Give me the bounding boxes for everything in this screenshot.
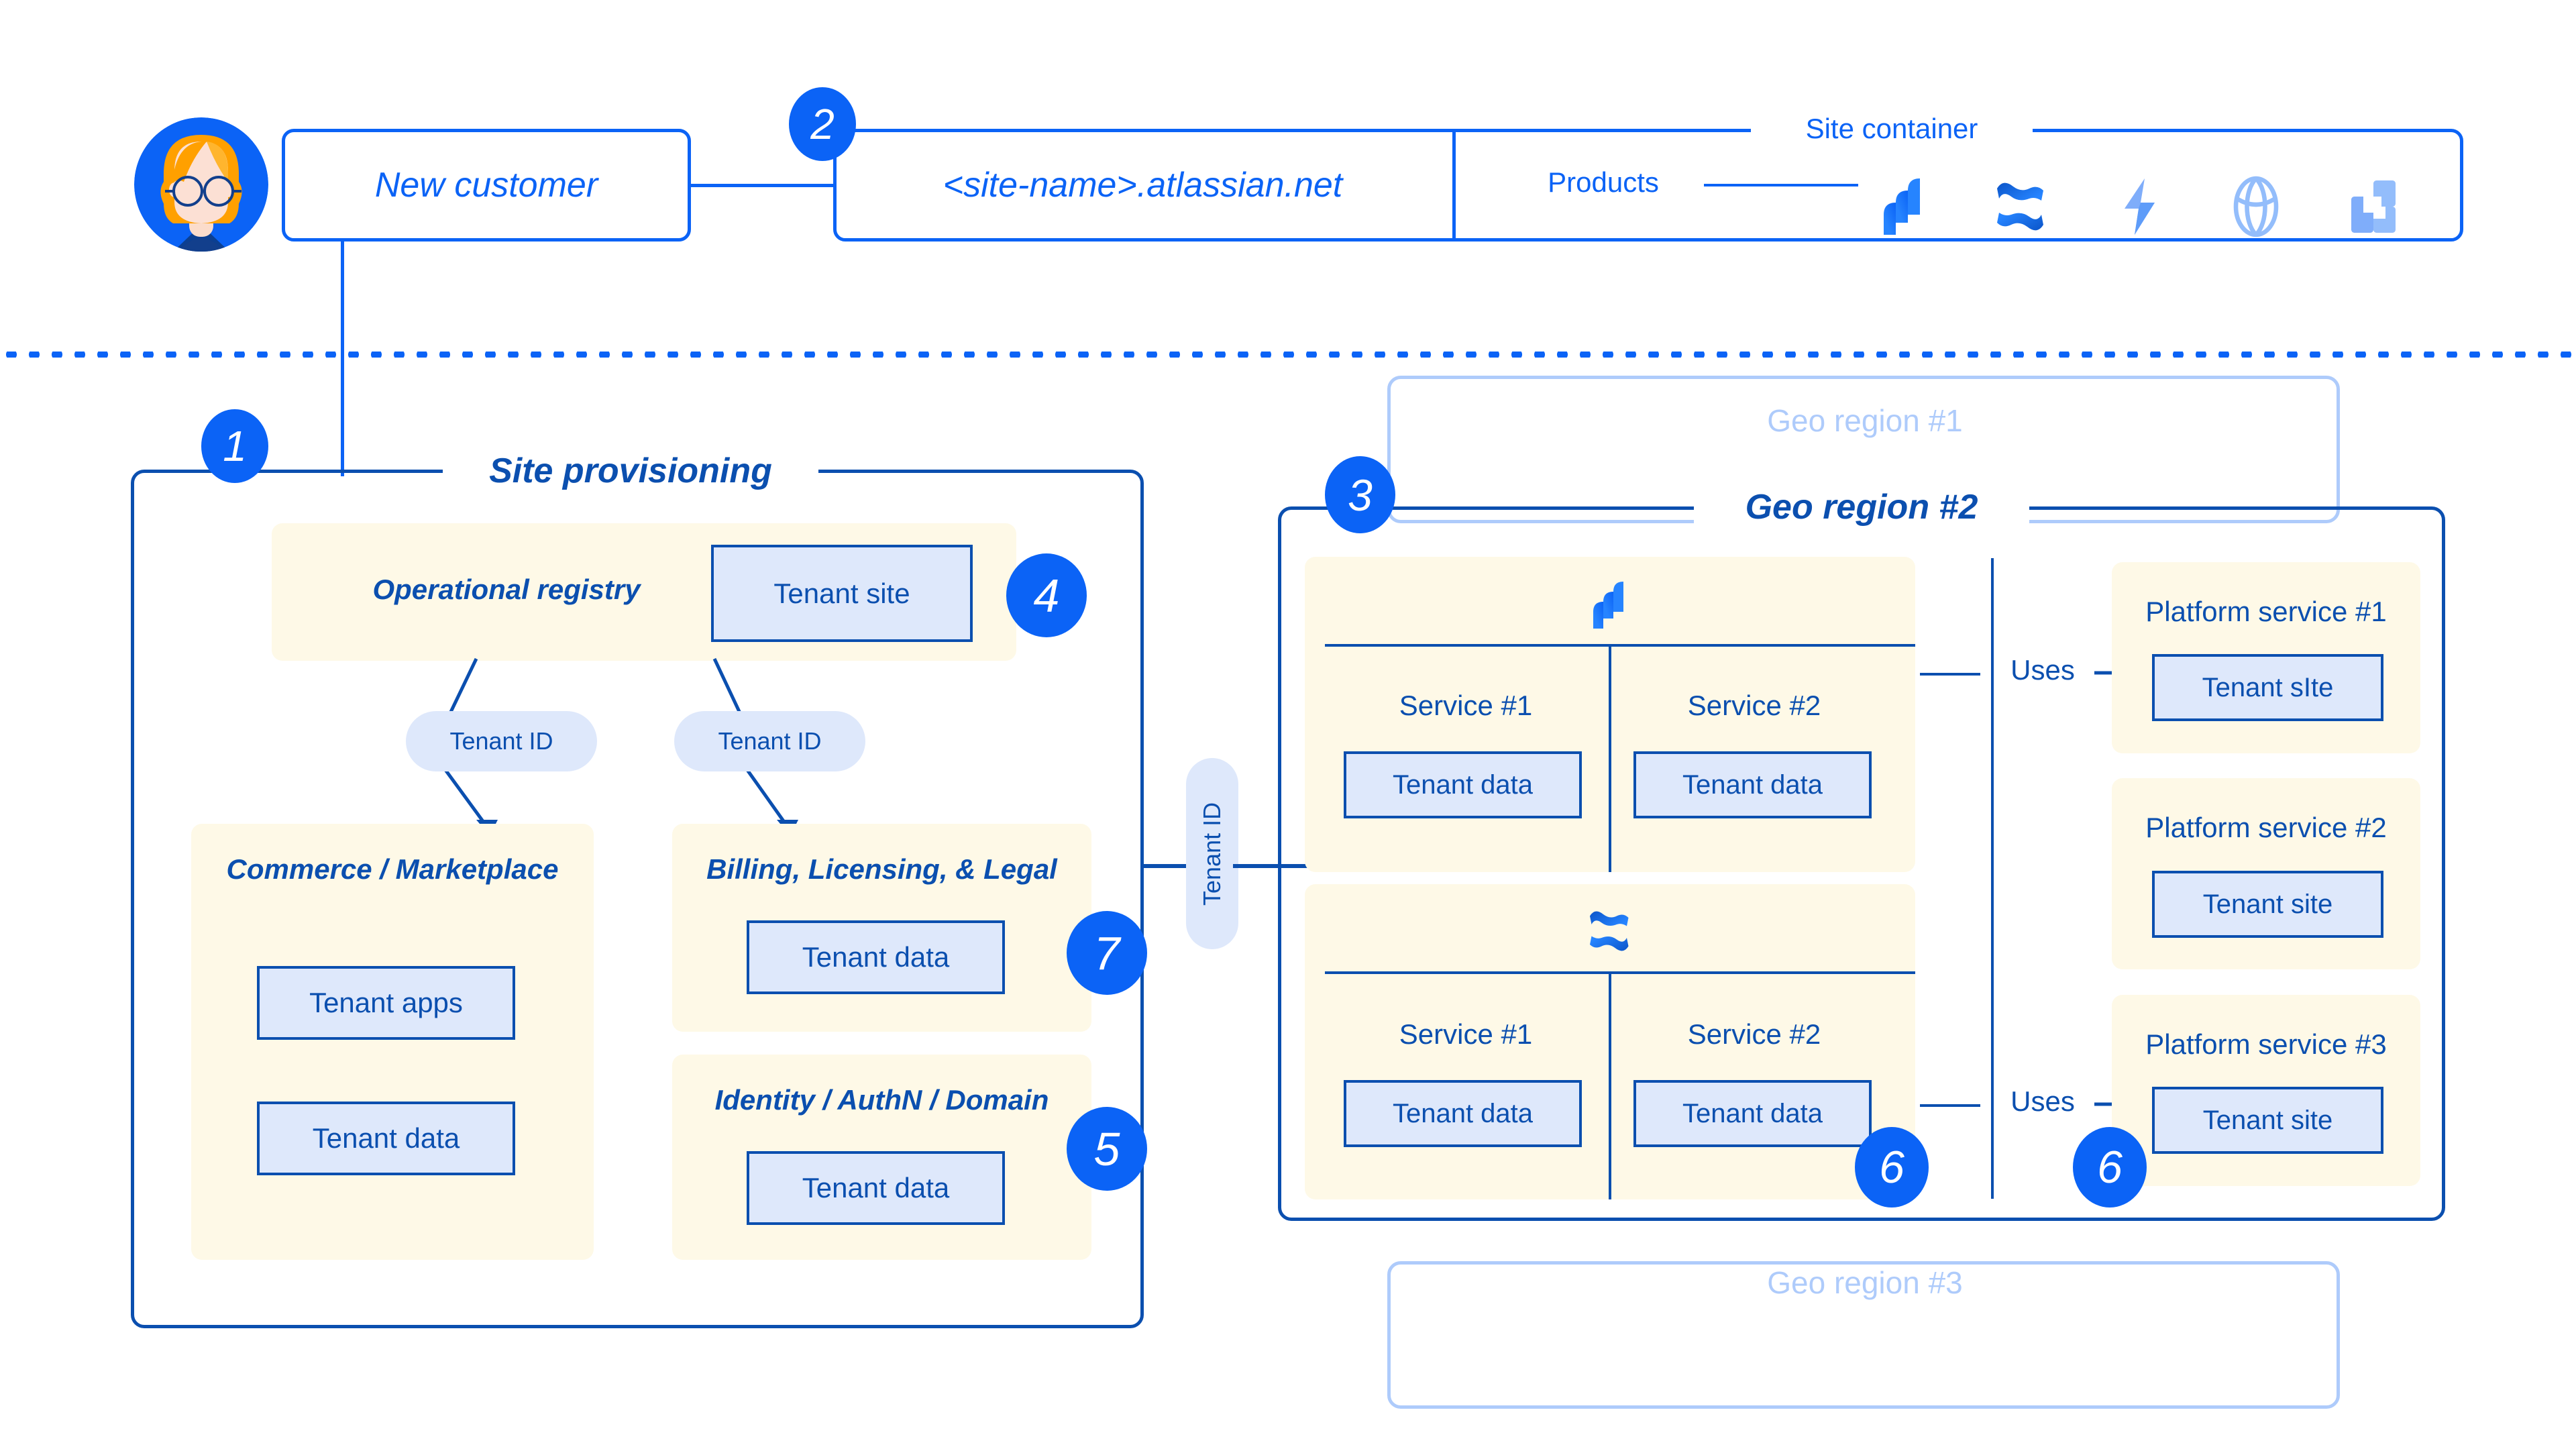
connector-customer-to-site (690, 184, 836, 187)
identity-authn-domain-label: Identity / AuthN / Domain (714, 1084, 1049, 1116)
platform-service-2-label: Platform service #2 (2145, 812, 2387, 843)
operational-registry-tenant-site-box[interactable]: Tenant site (711, 545, 973, 642)
badge-2: 2 (789, 87, 856, 161)
connector-customer-to-provisioning (341, 240, 344, 476)
site-container-title: Site container (1805, 113, 1978, 144)
operational-registry-label: Operational registry (372, 574, 641, 605)
jira-service-management-icon (2125, 178, 2155, 235)
jira-icon (1593, 582, 1623, 629)
platform-service-3-label: Platform service #3 (2145, 1028, 2387, 1060)
identity-tenant-data-box[interactable]: Tenant data (747, 1151, 1005, 1225)
products-label: Products (1548, 166, 1659, 198)
geo2-confluence-service2-box[interactable]: Tenant data (1633, 1080, 1872, 1147)
geo-region-3-title: Geo region #3 (1767, 1265, 1963, 1300)
geo-region-1-title-gap (1731, 402, 1999, 440)
uses-connector-1-left (1920, 673, 1980, 676)
registry-arrows (442, 657, 798, 836)
badge-7: 7 (1067, 911, 1147, 995)
tenant-id-pill-right: Tenant ID (674, 711, 865, 771)
geo2-jira-service1-box[interactable]: Tenant data (1344, 751, 1582, 818)
site-name-label: <site-name>.atlassian.net (943, 166, 1343, 205)
atlas-icon (2233, 176, 2279, 237)
badge-1: 1 (201, 409, 268, 483)
geo2-confluence-service1-label: Service #1 (1399, 1018, 1533, 1050)
billing-tenant-data-box[interactable]: Tenant data (747, 920, 1005, 994)
trello-icon (2351, 180, 2396, 233)
commerce-tenant-apps-box[interactable]: Tenant apps (257, 966, 515, 1040)
commerce-marketplace-group (191, 824, 594, 1260)
geo-region-1-title: Geo region #1 (1767, 403, 1963, 438)
uses-connector-2-left (1920, 1104, 1980, 1107)
geo2-jira-service1-label: Service #1 (1399, 690, 1533, 721)
connector-pill-to-region (1233, 864, 1313, 868)
geo-region-3-title-gap (1731, 1265, 1999, 1302)
section-divider-dotted (0, 352, 2576, 358)
connector-left-to-pill (1140, 864, 1204, 868)
commerce-marketplace-label: Commerce / Marketplace (226, 853, 559, 885)
badge-3: 3 (1325, 456, 1395, 533)
geo2-jira-separator (1325, 644, 1915, 647)
badge-6-left: 6 (1855, 1127, 1929, 1208)
badge-6-right: 6 (2073, 1127, 2147, 1208)
jira-icon (1884, 178, 1920, 235)
platform-service-2-box[interactable]: Tenant site (2152, 871, 2383, 938)
new-customer-label: New customer (374, 166, 598, 205)
product-icons (1872, 171, 2402, 245)
confluence-icon (1997, 182, 2043, 231)
commerce-tenant-data-box[interactable]: Tenant data (257, 1102, 515, 1175)
badge-5: 5 (1067, 1107, 1147, 1191)
site-provisioning-title: Site provisioning (489, 451, 772, 490)
new-customer-box[interactable] (282, 129, 691, 241)
products-connector (1704, 184, 1858, 186)
site-container-title-gap (1751, 113, 2033, 145)
geo2-jira-service2-label: Service #2 (1687, 690, 1821, 721)
geo2-center-divider (1991, 558, 1994, 1199)
tenant-id-pill-left: Tenant ID (406, 711, 597, 771)
geo-region-2-title: Geo region #2 (1745, 488, 1978, 527)
geo2-confluence-service2-label: Service #2 (1687, 1018, 1821, 1050)
badge-4: 4 (1006, 553, 1087, 637)
site-container-divider (1452, 129, 1456, 241)
platform-service-3-box[interactable]: Tenant site (2152, 1087, 2383, 1154)
geo2-jira-service2-box[interactable]: Tenant data (1633, 751, 1872, 818)
geo2-jira-col-divider (1609, 644, 1611, 872)
geo2-confluence-separator (1325, 971, 1915, 974)
confluence-icon (1590, 911, 1629, 951)
site-container-box (833, 129, 2463, 241)
billing-licensing-legal-label: Billing, Licensing, & Legal (706, 853, 1057, 885)
geo2-confluence-col-divider (1609, 971, 1611, 1199)
customer-avatar (134, 117, 268, 252)
uses-label-2: Uses (2010, 1085, 2075, 1117)
geo-region-3-panel (1387, 1261, 2340, 1409)
geo-region-2-title-gap (1694, 490, 2029, 527)
uses-label-1: Uses (2010, 654, 2075, 686)
platform-service-1-label: Platform service #1 (2145, 596, 2387, 627)
connector-tenant-id-pill: Tenant ID (1186, 758, 1238, 949)
platform-service-1-box[interactable]: Tenant sIte (2152, 654, 2383, 721)
site-provisioning-title-gap (443, 453, 818, 490)
geo2-confluence-service1-box[interactable]: Tenant data (1344, 1080, 1582, 1147)
